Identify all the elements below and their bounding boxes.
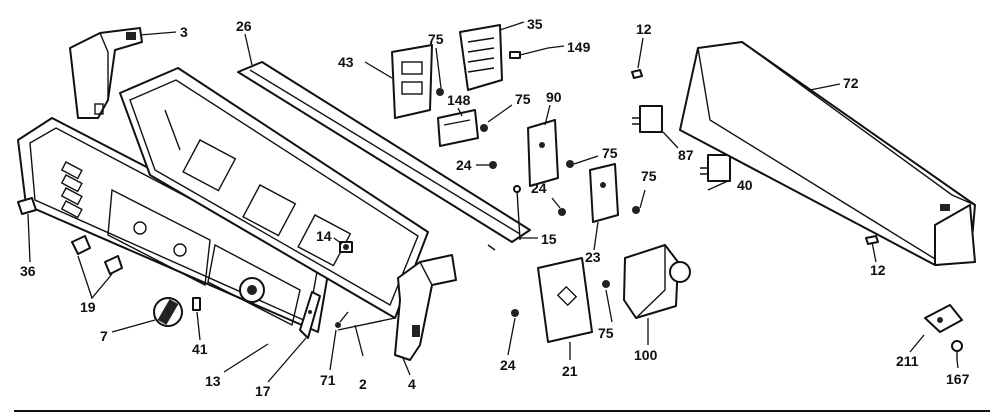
part-19-buttons [71,235,123,275]
callout-71: 71 [320,372,336,388]
part-4-right-endcap [394,254,457,361]
part-21-circuit-board [537,257,593,343]
part-12-clip-bottom [865,235,879,245]
part-15-long-screw [513,185,521,241]
callout-40: 40 [737,177,753,193]
part-13-front-panel [17,117,331,333]
callout-17: 17 [255,383,271,399]
part-7-knob [153,297,183,327]
callout-13: 13 [205,373,221,389]
callout-26: 26 [236,18,252,34]
part-26-top-trim [237,61,531,251]
part-100-timer [623,244,691,319]
part-36-knob [17,197,37,215]
callout-41: 41 [192,341,208,357]
callout-75: 75 [428,31,444,47]
callout-100: 100 [634,347,658,363]
part-167-screw [951,340,963,360]
part-17-lever [299,291,321,339]
callout-75: 75 [641,168,657,184]
part-2-console-frame [119,67,429,331]
part-87-switch [632,105,663,133]
callout-15: 15 [541,231,557,247]
callout-7: 7 [100,328,108,344]
part-149-screw [509,47,549,59]
callout-4: 4 [408,376,416,392]
callout-75: 75 [602,145,618,161]
callout-167: 167 [946,371,970,387]
part-72-rear-panel [679,41,976,266]
callout-35: 35 [527,16,543,32]
part-41-spring [192,297,201,311]
callout-24: 24 [500,357,516,373]
callout-36: 36 [20,263,36,279]
callout-23: 23 [585,249,601,265]
part-3-left-endcap [69,27,143,119]
callout-149: 149 [567,39,591,55]
part-40-switch [700,154,731,182]
callout-2: 2 [359,376,367,392]
part-211-bottom-bracket [924,304,963,333]
callout-12-bottom: 12 [870,262,886,278]
callout-75: 75 [515,91,531,107]
callout-43: 43 [338,54,354,70]
part-90-bracket [527,119,559,187]
callout-12-top: 12 [636,21,652,37]
callout-211: 211 [896,353,919,369]
callout-148: 148 [447,92,471,108]
part-14-switch [339,241,353,253]
callout-75: 75 [598,325,614,341]
callout-72: 72 [843,75,859,91]
part-23-bracket [589,163,619,223]
leader-lines [27,21,959,383]
callout-21: 21 [562,363,578,379]
callout-19: 19 [80,299,96,315]
callout-90: 90 [546,89,562,105]
screws [436,88,640,317]
callout-3: 3 [180,24,188,40]
part-43-bracket [391,44,433,119]
part-35-connector [459,24,503,91]
callout-24: 24 [456,157,472,173]
part-12-clip-top [631,69,643,79]
part-148-plate [437,109,479,147]
part-71-screw [335,311,349,328]
callout-labels: 3 26 43 75 35 149 12 72 148 75 90 87 24 … [20,16,970,399]
callout-14: 14 [316,228,332,244]
callout-24: 24 [531,180,547,196]
callout-87: 87 [678,147,694,163]
